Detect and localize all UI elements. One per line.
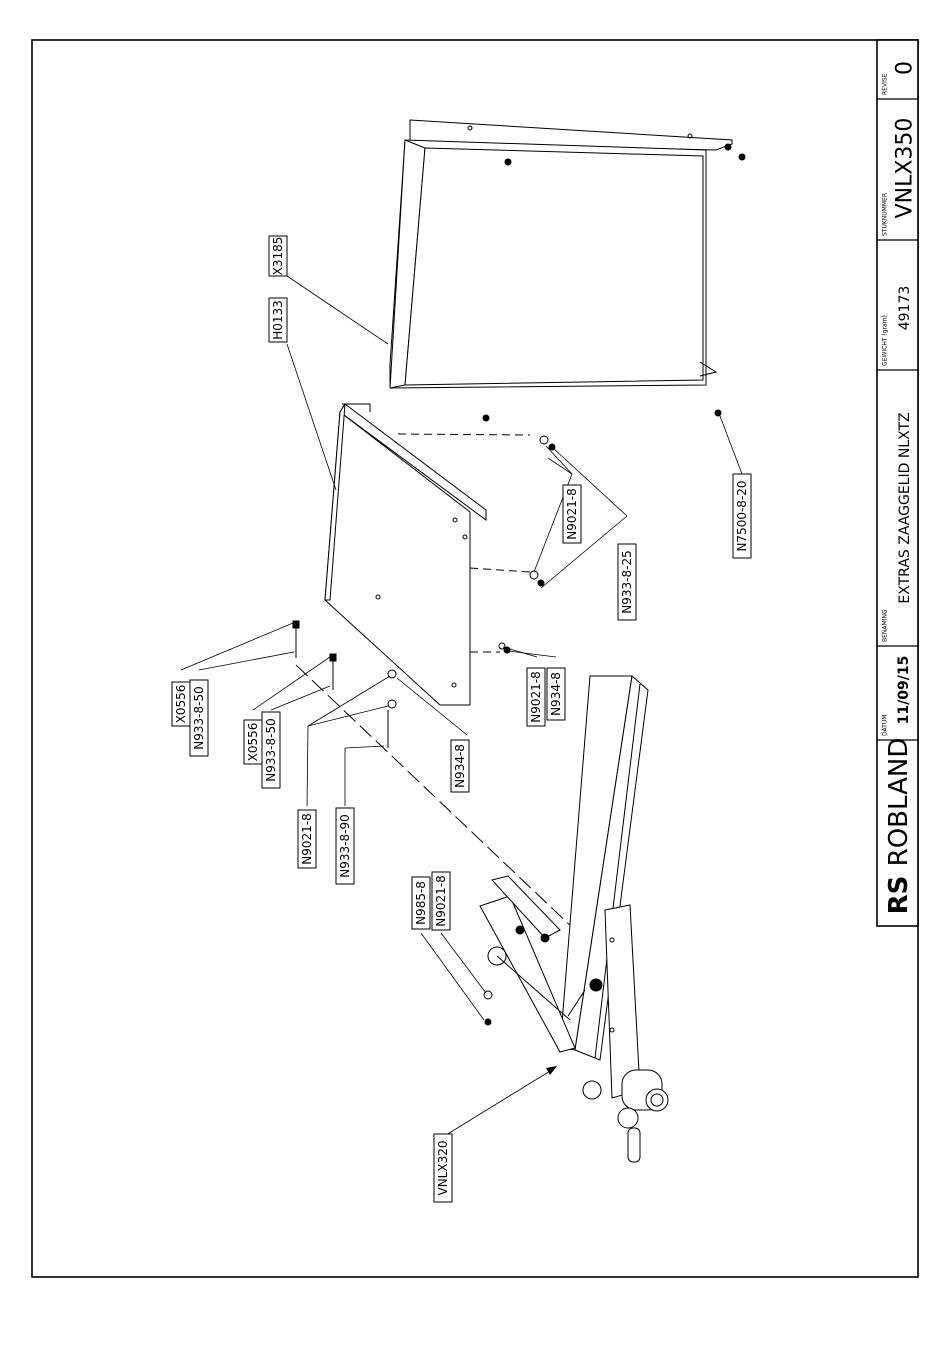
- label-n985-8: N985-8: [412, 877, 430, 929]
- revision-value: 0: [893, 61, 918, 75]
- name-value: EXTRAS ZAAGGELID NLXTZ: [897, 412, 913, 603]
- svg-text:49173: 49173: [897, 286, 913, 331]
- label-n934-8-a: N934-8: [547, 668, 565, 720]
- svg-text:N933-8-50: N933-8-50: [192, 686, 206, 749]
- svg-text:N9021-8: N9021-8: [300, 813, 314, 864]
- svg-text:REVISE: REVISE: [882, 73, 889, 95]
- svg-text:N7500-8-20: N7500-8-20: [735, 480, 749, 551]
- svg-text:VNLX320: VNLX320: [436, 1141, 450, 1196]
- parts-drawing: [293, 120, 745, 1162]
- revision-label: REVISE: [882, 73, 889, 95]
- svg-text:N934-8: N934-8: [453, 744, 467, 788]
- svg-text:X0556: X0556: [246, 723, 260, 762]
- label-n933-8-25: N933-8-25: [618, 544, 636, 620]
- svg-text:0: 0: [893, 61, 918, 75]
- part-number-value: VNLX350: [893, 118, 918, 219]
- svg-text:N934-8: N934-8: [549, 672, 563, 716]
- svg-text:N9021-8: N9021-8: [565, 488, 579, 539]
- brand-logo: RS: [884, 876, 914, 915]
- part-h0133-profile: [325, 404, 721, 705]
- label-h0133: H0133: [269, 298, 287, 342]
- part-number-label: STUKNUMMER: [882, 193, 889, 236]
- svg-text:EXTRAS ZAAGGELID NLXTZ: EXTRAS ZAAGGELID NLXTZ: [897, 412, 913, 603]
- brand-name: ROBLAND: [884, 738, 914, 867]
- svg-text:RS: RS: [884, 876, 914, 915]
- weight-label: GEWICHT (gram): [882, 315, 889, 366]
- svg-text:N933-8-25: N933-8-25: [620, 550, 634, 613]
- name-label: BENAMING: [882, 609, 889, 642]
- svg-text:STUKNUMMER: STUKNUMMER: [882, 193, 889, 236]
- svg-text:BENAMING: BENAMING: [882, 609, 889, 642]
- date-label: DATUM: [882, 715, 889, 736]
- label-x0556-b: X0556: [244, 720, 262, 764]
- label-n933-8-50-b: N933-8-50: [262, 712, 280, 788]
- label-n934-8-b: N934-8: [451, 740, 469, 792]
- title-block: RS ROBLAND DATUM 11/09/15 BENAMING EXTRA…: [877, 40, 918, 926]
- svg-text:N985-8: N985-8: [414, 881, 428, 925]
- label-x0556-a: X0556: [172, 682, 190, 726]
- label-n7500-8-20: N7500-8-20: [733, 474, 751, 558]
- svg-text:N933-8-90: N933-8-90: [338, 814, 352, 877]
- weight-value: 49173: [897, 286, 913, 331]
- svg-text:X0556: X0556: [174, 685, 188, 724]
- svg-text:ROBLAND: ROBLAND: [884, 738, 914, 867]
- svg-text:N9021-8: N9021-8: [434, 875, 448, 926]
- label-n9021-8-d: N9021-8: [432, 872, 450, 930]
- svg-text:11/09/15: 11/09/15: [896, 656, 912, 725]
- svg-text:DATUM: DATUM: [882, 715, 889, 736]
- svg-text:N9021-8: N9021-8: [529, 671, 543, 722]
- svg-text:N933-8-50: N933-8-50: [264, 718, 278, 781]
- svg-text:GEWICHT (gram): GEWICHT (gram): [882, 315, 889, 366]
- part-vnlx320-fence: [480, 676, 668, 1162]
- svg-text:X3185: X3185: [271, 237, 285, 276]
- label-x3185: X3185: [269, 236, 287, 276]
- part-x3185-cover: [390, 120, 745, 388]
- svg-text:VNLX350: VNLX350: [893, 118, 918, 219]
- label-n9021-8-a: N9021-8: [563, 485, 581, 543]
- label-n933-8-90: N933-8-90: [336, 808, 354, 884]
- date-value: 11/09/15: [896, 656, 912, 725]
- svg-text:H0133: H0133: [271, 300, 285, 340]
- vnlx320-arrowhead: [546, 1066, 557, 1075]
- label-n9021-8-b: N9021-8: [527, 668, 545, 726]
- label-n9021-8-c: N9021-8: [298, 810, 316, 868]
- label-vnlx320: VNLX320: [434, 1134, 452, 1202]
- label-n933-8-50-a: N933-8-50: [190, 680, 208, 756]
